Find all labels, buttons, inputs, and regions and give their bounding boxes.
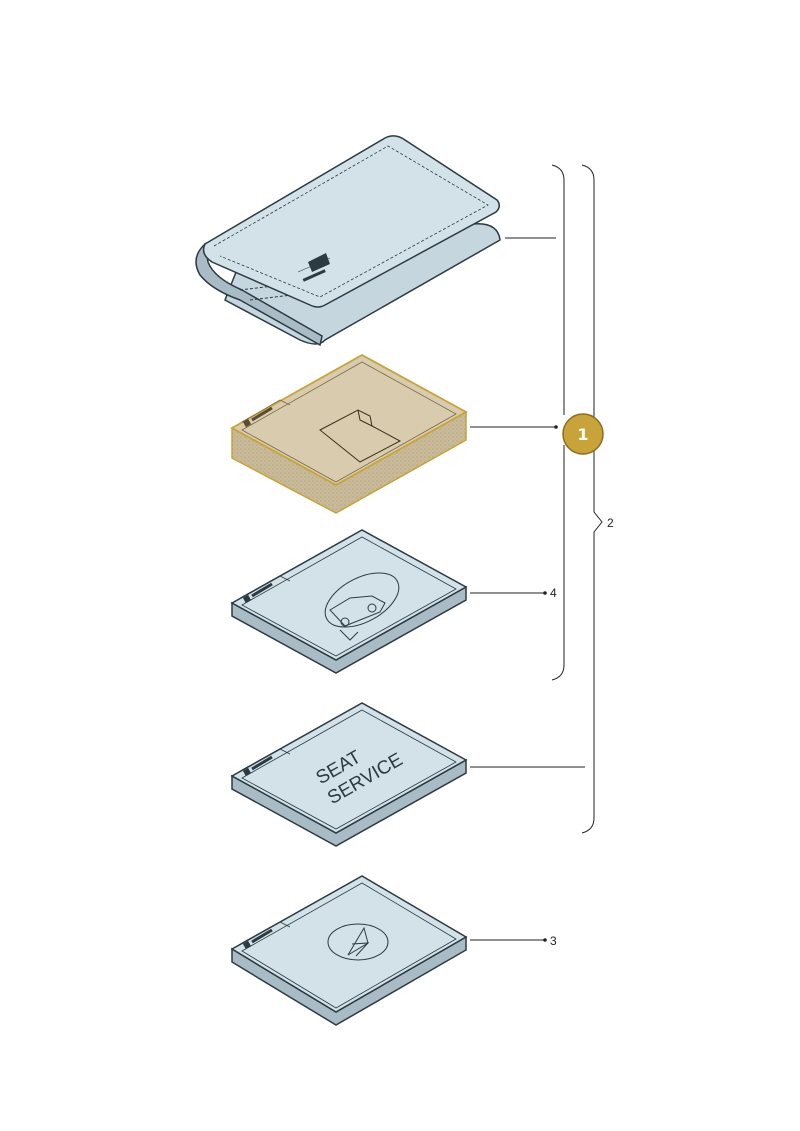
seat-service-booklet: SEAT SERVICE [230,702,468,847]
callout-4: 4 [550,586,557,600]
document-wallet [195,135,501,347]
manual-booklet-4 [230,529,468,674]
leader-lines [470,237,585,941]
inner-bracket [551,164,565,681]
callout-badge-1: 1 [562,413,604,455]
callout-3: 3 [550,934,557,948]
compass-emblem-icon [327,923,389,961]
callout-badge-label: 1 [577,425,588,444]
manual-booklet-3 [230,875,468,1026]
outer-bracket [581,164,603,834]
callout-2: 2 [607,516,614,530]
car-person-icon [324,572,400,641]
highlighted-manual-stack [230,353,468,514]
document-icon [319,409,402,463]
seat-logo-icon [297,253,331,282]
